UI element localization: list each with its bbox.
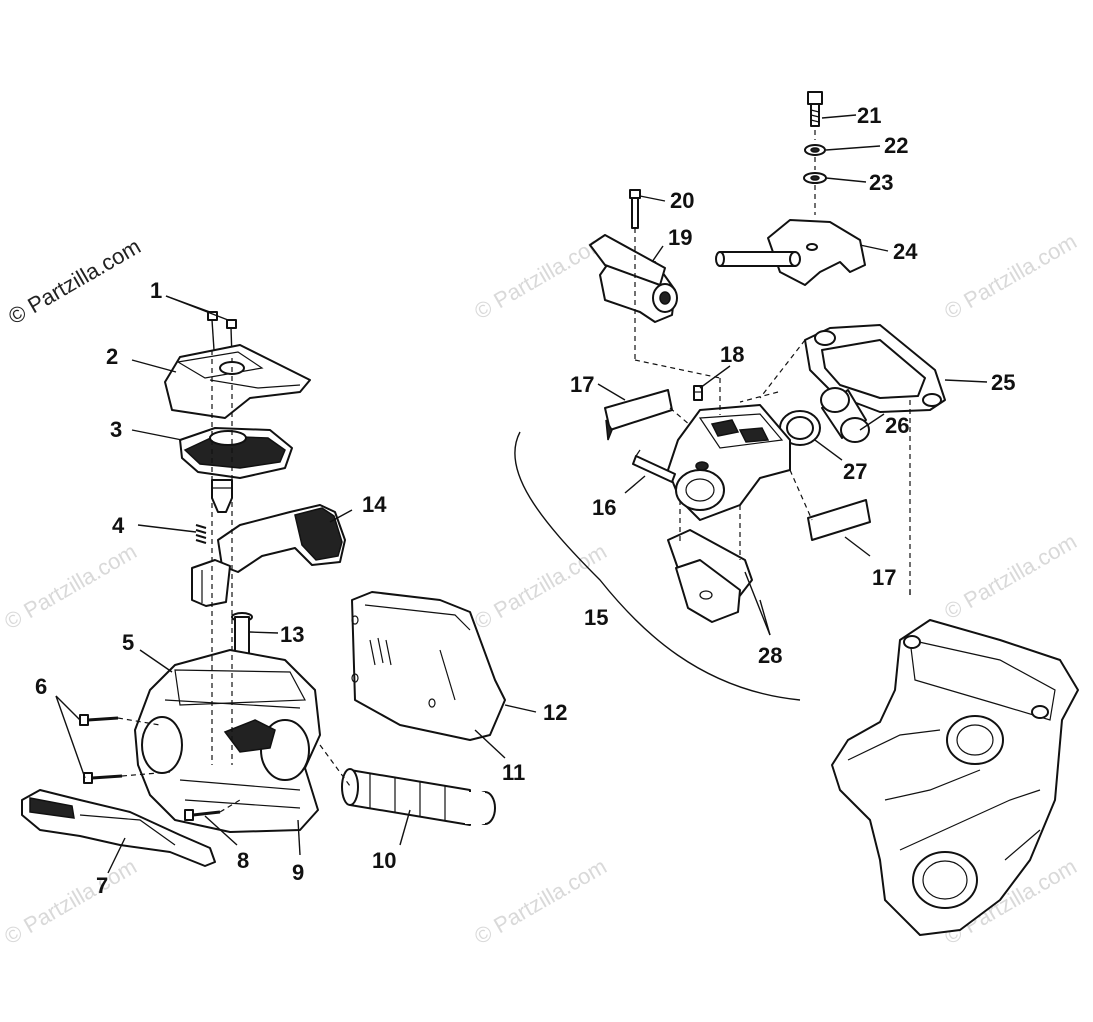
part-7-brake-lever	[21, 789, 216, 867]
callout-18: 18	[720, 342, 744, 367]
callout-28: 28	[758, 643, 782, 668]
callout-numbers: 1 2 3 4 5 6 7 8 9 10 11 12 13 14 15 16 1…	[35, 103, 1015, 898]
callout-17-lower: 17	[872, 565, 896, 590]
right-dashed-lines	[634, 130, 911, 590]
callout-12: 12	[543, 700, 567, 725]
part-10-sleeve	[341, 768, 496, 826]
part-24-bracket	[715, 219, 866, 286]
part-22-lock-washer	[804, 144, 826, 156]
caliper-carrier	[831, 619, 1079, 936]
watermark: © Partzilla.com	[940, 229, 1081, 325]
callout-7: 7	[96, 873, 108, 898]
part-2-cover	[164, 344, 311, 419]
watermark: © Partzilla.com	[470, 854, 611, 950]
watermark-main: © Partzilla.com	[4, 234, 145, 330]
callout-8: 8	[237, 848, 249, 873]
part-5-housing	[134, 649, 321, 833]
part-8-screw	[184, 809, 221, 821]
part-27-o-ring	[779, 410, 821, 446]
part-21-bolt	[807, 91, 823, 127]
callout-3: 3	[110, 417, 122, 442]
callout-26: 26	[885, 413, 909, 438]
callout-6: 6	[35, 674, 47, 699]
callout-10: 10	[372, 848, 396, 873]
callout-25: 25	[991, 370, 1015, 395]
part-15-bracket-line	[514, 431, 801, 701]
part-4-spring	[195, 524, 207, 544]
part-14-throttle-lever	[191, 504, 346, 607]
callout-11: 11	[502, 760, 525, 785]
part-19-fitting	[589, 234, 678, 323]
left-dashed-lines	[117, 350, 351, 813]
callout-15: 15	[584, 605, 608, 630]
callout-13: 13	[280, 622, 304, 647]
callout-19: 19	[668, 225, 692, 250]
watermark: © Partzilla.com	[0, 854, 141, 950]
part-20-screw	[629, 189, 641, 229]
part-28-brake-pads	[667, 529, 753, 623]
callout-2: 2	[106, 344, 118, 369]
callout-17-upper: 17	[570, 372, 594, 397]
callout-20: 20	[670, 188, 694, 213]
callout-1: 1	[150, 278, 162, 303]
callout-4: 4	[112, 513, 125, 538]
callout-22: 22	[884, 133, 908, 158]
callout-21: 21	[857, 103, 881, 128]
part-11-cover-housing	[351, 591, 506, 741]
watermark: © Partzilla.com	[940, 529, 1081, 625]
callout-23: 23	[869, 170, 893, 195]
callout-27: 27	[843, 459, 867, 484]
part-23-washer	[803, 172, 827, 184]
part-18-bleeder	[693, 385, 703, 401]
right-leader-lines	[597, 114, 988, 636]
part-3-diaphragm	[179, 427, 293, 479]
left-leader-lines	[55, 295, 537, 874]
part-16-pin	[632, 449, 676, 483]
part-17-pad-lower	[807, 499, 871, 541]
callout-16: 16	[592, 495, 616, 520]
part-26-cylinder	[820, 387, 870, 443]
callout-14: 14	[362, 492, 387, 517]
part-17-pad-upper	[604, 389, 673, 441]
callout-24: 24	[893, 239, 918, 264]
watermark: © Partzilla.com	[0, 539, 141, 635]
part-6-screws	[79, 714, 123, 784]
callout-9: 9	[292, 860, 304, 885]
watermark: © Partzilla.com	[470, 229, 611, 325]
callout-5: 5	[122, 630, 134, 655]
piston	[211, 479, 233, 513]
caliper-body	[667, 404, 791, 521]
